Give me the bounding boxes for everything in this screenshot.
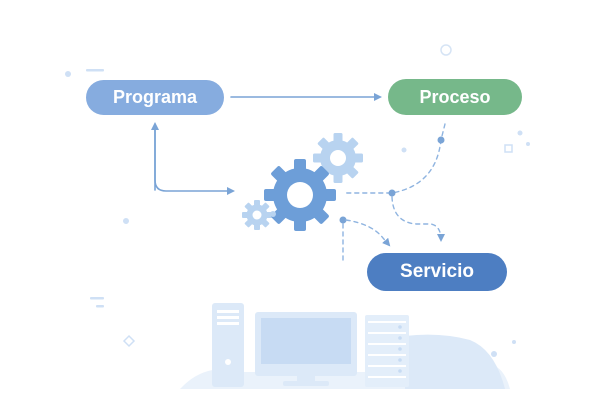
dashed-gears-to-servicio	[345, 219, 391, 247]
connectors	[151, 93, 446, 261]
gear-icon	[242, 200, 272, 230]
node-programa: Programa	[86, 80, 224, 115]
node-programa-label: Programa	[112, 87, 198, 107]
node-proceso-label: Proceso	[419, 86, 491, 107]
computer-illustration	[180, 303, 510, 389]
node-servicio-label: Servicio	[400, 261, 474, 282]
gear-icon	[264, 159, 336, 231]
dashed-branch-right	[391, 196, 445, 242]
gear-connector-dot	[270, 211, 276, 217]
server-rack-icon	[365, 315, 409, 387]
node-proceso: Proceso	[388, 79, 522, 115]
background-decorations	[65, 44, 530, 357]
desktop-computer-icon	[255, 312, 357, 386]
node-servicio: Servicio	[367, 253, 507, 291]
tower-case-icon	[212, 303, 244, 387]
arrow-programa-to-gears	[154, 127, 235, 195]
